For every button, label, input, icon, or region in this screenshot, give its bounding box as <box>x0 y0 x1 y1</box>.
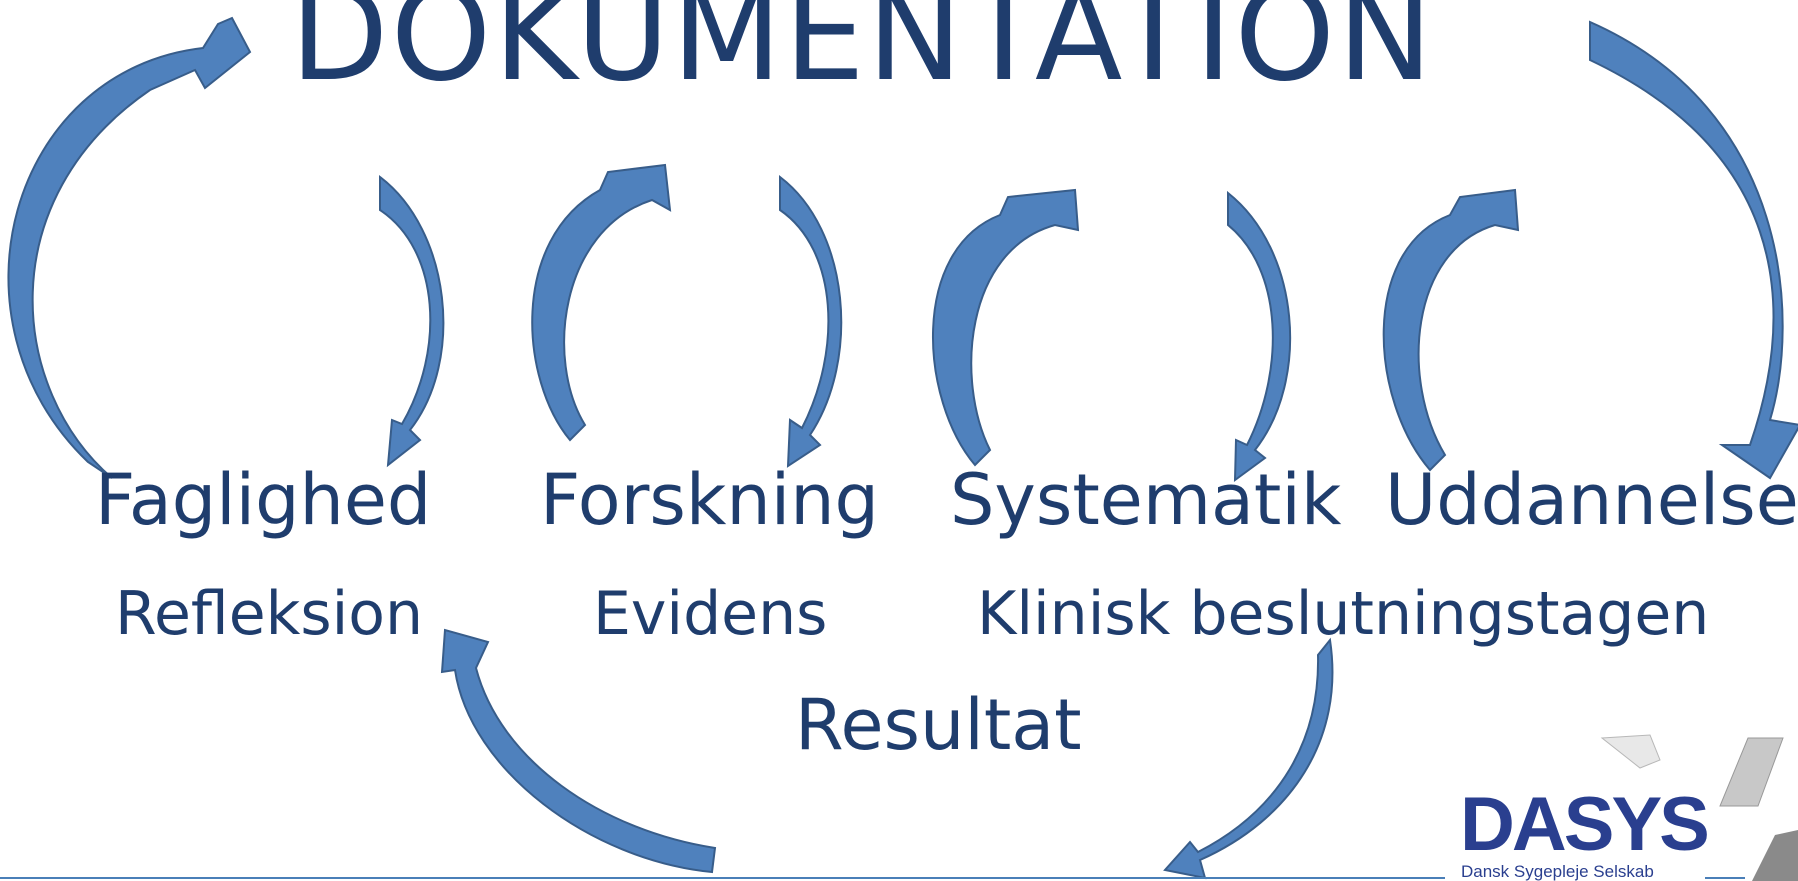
arrow-bottom-left <box>440 628 717 874</box>
arrow-4 <box>931 188 1080 467</box>
arrow-1 <box>379 174 445 468</box>
label-evidens: Evidens <box>593 579 828 649</box>
label-forskning: Forskning <box>540 459 879 541</box>
logo-dasys: DASYS <box>1460 782 1710 867</box>
logo-subtitle: Dansk Sygepleje Selskab <box>1461 862 1654 881</box>
arrow-outer-right <box>1589 20 1798 480</box>
logo-shape-1 <box>1600 734 1661 769</box>
label-uddannelse: Uddannelse <box>1385 459 1798 541</box>
logo-shape-2 <box>1719 737 1784 807</box>
label-refleksion: Refleksion <box>115 579 424 649</box>
arrow-bottom-right <box>1163 637 1334 880</box>
logo-shape-3 <box>1752 830 1798 881</box>
arrow-3 <box>779 174 843 468</box>
label-faglighed: Faglighed <box>95 459 432 541</box>
arrow-5 <box>1227 190 1292 483</box>
footer-divider-right <box>1705 877 1745 879</box>
label-systematik: Systematik <box>950 459 1342 541</box>
arrow-outer-left <box>7 16 252 479</box>
label-resultat: Resultat <box>795 684 1082 766</box>
page-title: DOKUMENTATION <box>290 0 1435 110</box>
label-klinisk-beslutningstagen: Klinisk beslutningstagen <box>977 579 1710 649</box>
arrow-2 <box>531 163 672 442</box>
footer-divider <box>0 877 1445 879</box>
arrow-6 <box>1382 188 1520 472</box>
